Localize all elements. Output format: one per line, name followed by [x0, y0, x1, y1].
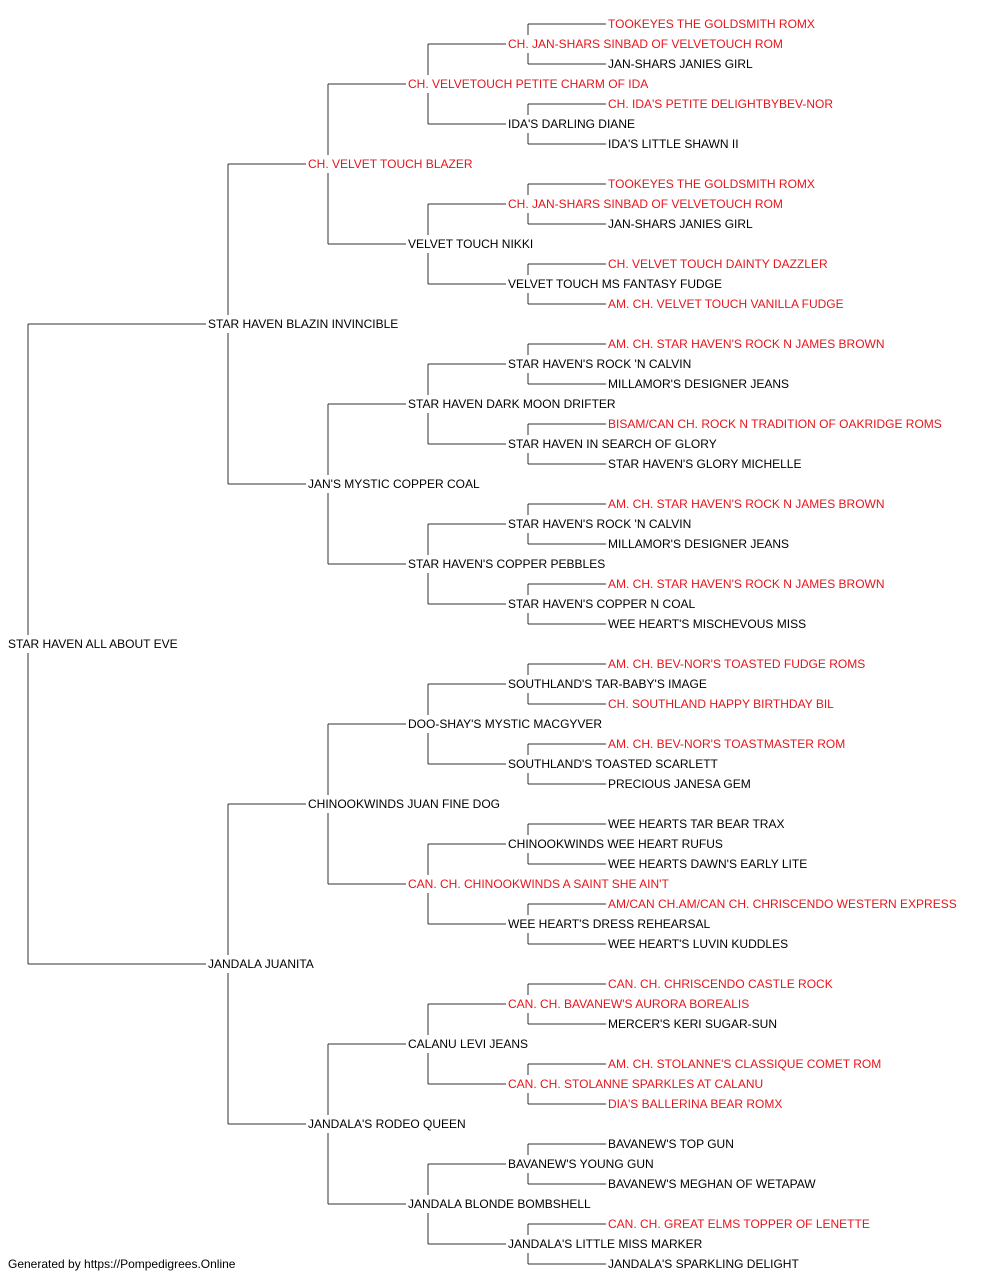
ancestor-gen5-name: CH. IDA'S PETITE DELIGHTBYBEV-NOR	[608, 97, 833, 111]
ancestor-gen1-name: STAR HAVEN BLAZIN INVINCIBLE	[208, 317, 399, 331]
ancestor-gen1-name: JANDALA JUANITA	[208, 957, 314, 971]
ancestor-gen5-name: PRECIOUS JANESA GEM	[608, 777, 751, 791]
ancestor-gen5-name: MERCER'S KERI SUGAR-SUN	[608, 1017, 777, 1031]
ancestor-gen3-name: DOO-SHAY'S MYSTIC MACGYVER	[408, 717, 603, 731]
ancestor-gen5-name: AM. CH. BEV-NOR'S TOASTMASTER ROM	[608, 737, 846, 751]
ancestor-gen5-name: BAVANEW'S MEGHAN OF WETAPAW	[608, 1177, 816, 1191]
ancestor-gen5-name: TOOKEYES THE GOLDSMITH ROMX	[608, 17, 815, 31]
ancestor-gen5-name: JAN-SHARS JANIES GIRL	[608, 217, 753, 231]
ancestor-gen5-name: AM. CH. STAR HAVEN'S ROCK N JAMES BROWN	[608, 497, 885, 511]
ancestor-gen4-name: STAR HAVEN IN SEARCH OF GLORY	[508, 437, 717, 451]
ancestor-gen5-name: STAR HAVEN'S GLORY MICHELLE	[608, 457, 802, 471]
ancestor-gen2-name: JANDALA'S RODEO QUEEN	[308, 1117, 466, 1131]
ancestor-gen2-name: CHINOOKWINDS JUAN FINE DOG	[308, 797, 501, 811]
ancestor-gen4-name: CH. JAN-SHARS SINBAD OF VELVETOUCH ROM	[508, 197, 783, 211]
subject-dog-name: STAR HAVEN ALL ABOUT EVE	[8, 637, 178, 651]
ancestor-gen3-name: STAR HAVEN'S COPPER PEBBLES	[408, 557, 606, 571]
ancestor-gen3-name: STAR HAVEN DARK MOON DRIFTER	[408, 397, 616, 411]
ancestor-gen4-name: STAR HAVEN'S COPPER N COAL	[508, 597, 696, 611]
ancestor-gen5-name: BISAM/CAN CH. ROCK N TRADITION OF OAKRID…	[608, 417, 942, 431]
ancestor-gen5-name: CH. SOUTHLAND HAPPY BIRTHDAY BIL	[608, 697, 834, 711]
ancestor-gen4-name: CHINOOKWINDS WEE HEART RUFUS	[508, 837, 723, 851]
ancestor-gen5-name: TOOKEYES THE GOLDSMITH ROMX	[608, 177, 815, 191]
ancestor-gen5-name: CAN. CH. CHRISCENDO CASTLE ROCK	[608, 977, 833, 991]
ancestor-gen4-name: CAN. CH. BAVANEW'S AURORA BOREALIS	[508, 997, 750, 1011]
ancestor-gen4-name: STAR HAVEN'S ROCK 'N CALVIN	[508, 517, 692, 531]
ancestor-gen5-name: AM. CH. STOLANNE'S CLASSIQUE COMET ROM	[608, 1057, 882, 1071]
ancestor-gen5-name: MILLAMOR'S DESIGNER JEANS	[608, 537, 789, 551]
ancestor-gen4-name: VELVET TOUCH MS FANTASY FUDGE	[508, 277, 723, 291]
ancestor-gen4-name: CAN. CH. STOLANNE SPARKLES AT CALANU	[508, 1077, 764, 1091]
ancestor-gen3-name: CALANU LEVI JEANS	[408, 1037, 529, 1051]
ancestor-gen4-name: WEE HEART'S DRESS REHEARSAL	[508, 917, 711, 931]
ancestor-gen3-name: JANDALA BLONDE BOMBSHELL	[408, 1197, 591, 1211]
ancestor-gen5-name: WEE HEART'S LUVIN KUDDLES	[608, 937, 789, 951]
ancestor-gen5-name: WEE HEARTS TAR BEAR TRAX	[608, 817, 785, 831]
ancestor-gen5-name: CH. VELVET TOUCH DAINTY DAZZLER	[608, 257, 828, 271]
ancestor-gen4-name: STAR HAVEN'S ROCK 'N CALVIN	[508, 357, 692, 371]
ancestor-gen5-name: BAVANEW'S TOP GUN	[608, 1137, 734, 1151]
ancestor-gen4-name: SOUTHLAND'S TAR-BABY'S IMAGE	[508, 677, 707, 691]
ancestor-gen4-name: CH. JAN-SHARS SINBAD OF VELVETOUCH ROM	[508, 37, 783, 51]
ancestor-gen5-name: WEE HEARTS DAWN'S EARLY LITE	[608, 857, 808, 871]
ancestor-gen2-name: JAN'S MYSTIC COPPER COAL	[308, 477, 480, 491]
ancestor-gen5-name: AM. CH. STAR HAVEN'S ROCK N JAMES BROWN	[608, 577, 885, 591]
ancestor-gen5-name: MILLAMOR'S DESIGNER JEANS	[608, 377, 789, 391]
ancestor-gen4-name: JANDALA'S LITTLE MISS MARKER	[508, 1237, 703, 1251]
ancestor-gen3-name: VELVET TOUCH NIKKI	[408, 237, 534, 251]
ancestor-gen3-name: CH. VELVETOUCH PETITE CHARM OF IDA	[408, 77, 649, 91]
ancestor-gen5-name: AM. CH. STAR HAVEN'S ROCK N JAMES BROWN	[608, 337, 885, 351]
ancestor-gen5-name: AM. CH. BEV-NOR'S TOASTED FUDGE ROMS	[608, 657, 866, 671]
ancestor-gen5-name: JANDALA'S SPARKLING DELIGHT	[608, 1257, 799, 1271]
ancestor-gen5-name: IDA'S LITTLE SHAWN II	[608, 137, 739, 151]
ancestor-gen5-name: DIA'S BALLERINA BEAR ROMX	[608, 1097, 783, 1111]
ancestor-gen5-name: WEE HEART'S MISCHEVOUS MISS	[608, 617, 807, 631]
ancestor-gen5-name: AM. CH. VELVET TOUCH VANILLA FUDGE	[608, 297, 844, 311]
ancestor-gen4-name: IDA'S DARLING DIANE	[508, 117, 635, 131]
ancestor-gen2-name: CH. VELVET TOUCH BLAZER	[308, 157, 473, 171]
ancestor-gen4-name: BAVANEW'S YOUNG GUN	[508, 1157, 654, 1171]
ancestor-gen4-name: SOUTHLAND'S TOASTED SCARLETT	[508, 757, 718, 771]
generated-by-footer: Generated by https://Pompedigrees.Online	[8, 1257, 236, 1271]
ancestor-gen3-name: CAN. CH. CHINOOKWINDS A SAINT SHE AIN'T	[408, 877, 669, 891]
ancestor-gen5-name: JAN-SHARS JANIES GIRL	[608, 57, 753, 71]
ancestor-gen5-name: CAN. CH. GREAT ELMS TOPPER OF LENETTE	[608, 1217, 870, 1231]
ancestor-gen5-name: AM/CAN CH.AM/CAN CH. CHRISCENDO WESTERN …	[608, 897, 957, 911]
